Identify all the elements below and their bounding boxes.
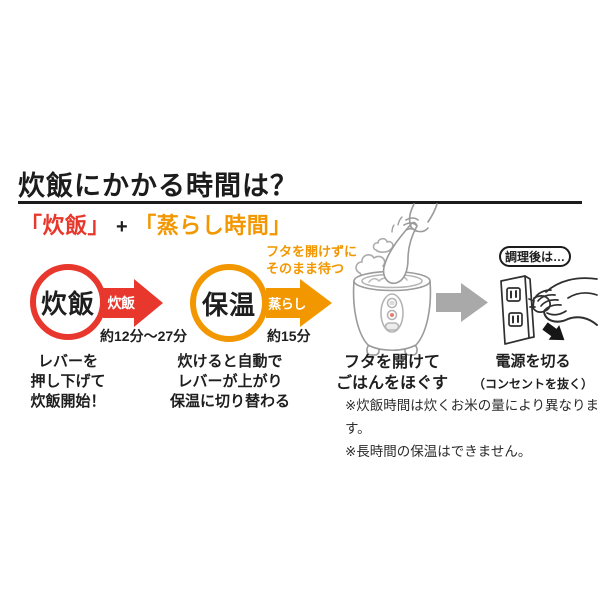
- title-underline: [18, 201, 582, 204]
- after-cooking-bubble: 調理後は…: [499, 246, 571, 267]
- subtitle-cook: 「炊飯」: [20, 213, 111, 238]
- steam-duration: 約15分: [267, 328, 311, 344]
- pull-direction-arrow-icon: [542, 322, 565, 341]
- control-panel: [380, 293, 404, 333]
- power-outlet-icon: [500, 275, 535, 345]
- rice-cooker-illustration: [352, 203, 438, 356]
- open-lid-caption: フタを開けて ごはんをほぐす: [335, 354, 448, 392]
- next-step-arrow-icon: [436, 283, 488, 322]
- page-title: 炊飯にかかる時間は？: [18, 171, 298, 201]
- subtitle: 「炊飯」+「蒸らし時間」: [20, 208, 292, 240]
- step-circle-cook: 炊飯: [30, 264, 106, 340]
- cook-arrow: 炊飯: [103, 279, 163, 327]
- steam-arrow: 蒸らし: [266, 279, 332, 327]
- step-circle-keep-warm-label: 保温: [201, 289, 256, 320]
- power-off-caption-sub: （コンセントを抜く）: [472, 377, 593, 391]
- unplug-outlet-illustration: [500, 275, 598, 345]
- cook-arrow-label: 炊飯: [107, 295, 136, 311]
- right-arrow-icon: [103, 279, 163, 327]
- pulling-hand-icon: [534, 277, 598, 316]
- step-circle-keep-warm: 保温: [190, 264, 268, 342]
- hand-icon: [403, 203, 438, 233]
- cook-duration: 約12分～27分: [100, 328, 188, 344]
- power-off-caption-main: 電源を切る: [495, 353, 571, 370]
- step-circle-cook-label: 炊飯: [40, 288, 95, 319]
- footnote-line: ※長時間の保温はできません。: [345, 444, 532, 459]
- steam-note: フタを開けずに そのまま待つ: [266, 244, 358, 276]
- steam-arrow-label: 蒸らし: [268, 296, 306, 312]
- subtitle-plus: +: [116, 216, 129, 238]
- footnotes: ※炊飯時間は炊くお米の量により異なります。 ※長時間の保温はできません。: [345, 394, 600, 463]
- right-arrow-icon: [266, 279, 332, 327]
- power-off-caption: 電源を切る （コンセントを抜く）: [463, 352, 600, 394]
- keep-warm-caption: 炊けると自動で レバーが上がり 保温に切り替わる: [169, 353, 290, 410]
- cook-start-caption: レバーを 押し下げて 炊飯開始！: [30, 353, 106, 410]
- footnote-line: ※炊飯時間は炊くお米の量により異なります。: [345, 398, 600, 436]
- subtitle-steam-time: 「蒸らし時間」: [134, 213, 292, 238]
